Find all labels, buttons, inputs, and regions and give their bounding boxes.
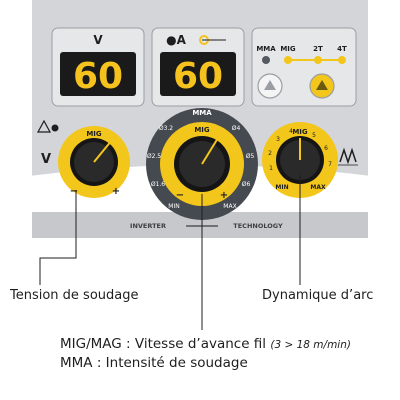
left-knob-side-label: V [41, 152, 51, 167]
mode-label-2t: 2T [313, 45, 323, 53]
center-tick-right-0: Ø4 [232, 125, 241, 132]
dynamic-arc-icon [338, 147, 358, 166]
right-scale-6: 6 [324, 145, 328, 152]
right-scale-3: 3 [276, 136, 280, 143]
mode-label-mig: MIG [280, 45, 296, 53]
legend-line-1-text: MIG/MAG : Vitesse d’avance fil [60, 336, 267, 352]
mode-led-2t [314, 56, 322, 64]
brand-strip-right: TECHNOLOGY [233, 222, 283, 230]
legend-line-1-note: (3 > 18 m/min) [270, 339, 351, 351]
left-knob-minus: − [70, 186, 78, 197]
left-display-label: V [93, 33, 103, 47]
center-knob-plus: + [220, 190, 228, 201]
legend-line-1: MIG/MAG : Vitesse d’avance fil (3 > 18 m… [60, 335, 351, 354]
brand-strip-left: INVERTER [130, 222, 166, 230]
mode-label-mma: MMA [256, 45, 276, 53]
center-tick-right-2: Ø6 [242, 181, 251, 188]
callout-tension: Tension de soudage [10, 288, 139, 303]
callout-lines [39, 175, 301, 330]
right-display-value: 60 [173, 56, 223, 97]
center-knob[interactable]: MMA MIG Ø3.2 Ø2.5 Ø1.6 Ø4 Ø5 Ø6 MIN MAX … [146, 108, 258, 220]
left-knob-mode: MIG [86, 130, 102, 138]
center-tick-left-2: Ø1.6 [151, 181, 165, 188]
callout-dynamique: Dynamique d’arc [262, 288, 374, 303]
left-display-value: 60 [73, 56, 123, 97]
left-knob[interactable]: V MIG − + [41, 126, 130, 198]
arrow-up-icon [316, 80, 328, 90]
center-knob-max: MAX [223, 203, 236, 210]
arrow-up-icon [264, 80, 276, 90]
right-knob-max: MAX [310, 184, 326, 191]
right-scale-2: 2 [268, 150, 272, 157]
left-display: V 60 [51, 27, 145, 107]
right-knob[interactable]: MIG 1 2 3 4 5 6 7 MIN MAX [262, 122, 338, 198]
mode-led-4t [338, 56, 346, 64]
right-knob-mode: MIG [292, 128, 308, 136]
center-tick-left-1: Ø2.5 [147, 153, 161, 160]
left-knob-plus: + [112, 186, 120, 197]
right-display: ●A 60 [151, 27, 245, 107]
mode-led-mma [262, 56, 270, 64]
right-scale-7: 7 [328, 161, 332, 168]
mode-selector-panel: MMA MIG 2T 4T [251, 27, 357, 107]
center-knob-top-label: MMA [192, 109, 212, 117]
center-knob-mode: MIG [194, 126, 210, 134]
warning-icon [36, 119, 59, 133]
right-scale-4: 4 [289, 128, 293, 135]
right-display-label: ●A [166, 33, 186, 47]
mode-led-mig [284, 56, 292, 64]
right-scale-5: 5 [312, 132, 316, 139]
center-knob-minus: − [176, 190, 184, 201]
legend-line-2: MMA : Intensité de soudage [60, 355, 248, 371]
center-knob-min: MIN [168, 203, 179, 210]
right-scale-1: 1 [269, 165, 273, 172]
legend-block: MIG/MAG : Vitesse d’avance fil (3 > 18 m… [60, 335, 351, 372]
right-knob-min: MIN [275, 184, 288, 191]
center-tick-right-1: Ø5 [246, 153, 255, 160]
center-tick-left-0: Ø3.2 [159, 125, 173, 132]
mode-label-4t: 4T [337, 45, 347, 53]
